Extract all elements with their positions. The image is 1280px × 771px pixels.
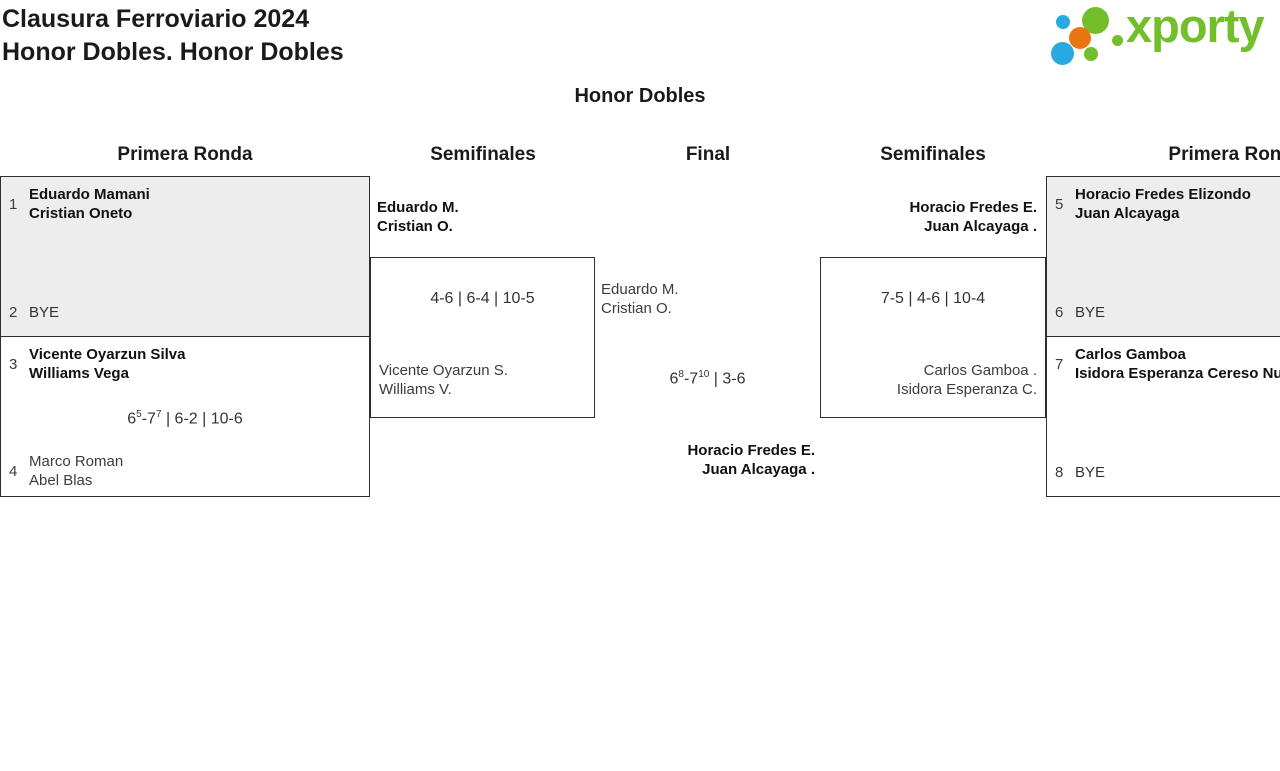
match-score: 7-5 | 4-6 | 10-4 [880,290,986,307]
team-row-bye: 6 BYE [1055,304,1105,321]
match-box-left-bottom: 3 Vicente Oyarzun Silva Williams Vega 65… [0,336,370,497]
seed-number: 5 [1055,195,1064,213]
player-name: Horacio Fredes E. [909,199,1037,216]
player-name: Horacio Fredes Elizondo [1075,186,1251,203]
player-name: Cristian O. [601,300,672,317]
match-box-right-top: 5 Horacio Fredes Elizondo Juan Alcayaga … [1046,176,1280,337]
category-title: Honor Dobles. Honor Dobles [2,38,344,66]
team-row: 3 Vicente Oyarzun Silva Williams Vega [9,345,361,383]
team-row-bye: 2 BYE [9,304,59,321]
player-name: Cristian O. [377,218,453,235]
round-header-primera-ronda-right: Primera Ronda [1168,144,1280,165]
logo-dot-green-tiny-icon [1112,35,1123,46]
semifinal-left-loser: Vicente Oyarzun S. Williams V. [379,361,508,399]
player-name: Carlos Gamboa . [923,362,1037,379]
player-name: Juan Alcayaga . [924,218,1037,235]
score-part: | 6-2 | 10-6 [161,410,243,428]
round-header-primera-ronda-left: Primera Ronda [117,144,253,165]
seed-number: 7 [1055,355,1064,373]
score-part: | 3-6 [709,370,746,388]
tournament-title: Clausura Ferroviario 2024 [2,5,310,33]
xporty-logo[interactable]: xporty [1050,0,1280,72]
player-name: Juan Alcayaga [1075,205,1180,222]
team-row: 1 Eduardo Mamani Cristian Oneto [9,185,361,223]
player-name: Eduardo Mamani [29,186,150,203]
score-tiebreak: 7 [155,409,162,420]
team-row: 5 Horacio Fredes Elizondo Juan Alcayaga [1055,185,1280,223]
player-name: Carlos Gamboa [1075,346,1186,363]
team-names: Vicente Oyarzun Silva Williams Vega [29,345,185,383]
player-name: Isidora Esperanza C. [896,381,1037,398]
score-part: 6 [127,410,137,428]
bye-label: BYE [1075,304,1106,321]
player-name: Cristian Oneto [29,205,133,222]
score-tiebreak: 5 [136,409,142,420]
team-row: 7 Carlos Gamboa Isidora Esperanza Cereso… [1055,345,1280,383]
team-names: Marco Roman Abel Blas [29,452,123,490]
player-name: Juan Alcayaga . [702,461,815,478]
seed-number: 6 [1055,304,1064,321]
score-tiebreak: 8 [678,369,684,380]
team-row-bye: 8 BYE [1055,464,1105,481]
team-names: Eduardo Mamani Cristian Oneto [29,185,150,223]
player-name: Eduardo M. [601,281,679,298]
player-name: Vicente Oyarzun S. [379,362,508,379]
seed-number: 2 [9,304,18,321]
match-score: 65-77 | 6-2 | 10-6 [1,409,369,428]
match-box-semifinal-left: 4-6 | 6-4 | 10-5 Vicente Oyarzun S. Will… [370,257,595,418]
player-name: Vicente Oyarzun Silva [29,346,186,363]
match-score: 4-6 | 6-4 | 10-5 [430,290,535,307]
team-names: Horacio Fredes Elizondo Juan Alcayaga [1075,185,1251,223]
player-name: Isidora Esperanza Cereso Nu [1075,365,1280,382]
seed-number: 3 [9,355,18,373]
score-part: -7 [683,370,699,388]
final-finalist: Eduardo M. Cristian O. [601,280,679,318]
bye-label: BYE [1075,464,1106,481]
match-box-left-top: 1 Eduardo Mamani Cristian Oneto 2 BYE [0,176,370,337]
final-score: 68-710 | 3-6 [594,369,821,388]
player-name: Abel Blas [29,472,93,489]
logo-dot-orange-icon [1069,27,1091,49]
seed-number: 4 [9,462,18,480]
player-name: Horacio Fredes E. [687,442,815,459]
round-header-semifinales-left: Semifinales [430,144,536,165]
team-names: Carlos Gamboa Isidora Esperanza Cereso N… [1075,345,1280,383]
score-part: -7 [141,410,156,428]
page-title: Clausura Ferroviario 2024 Honor Dobles. … [2,3,344,69]
player-name: Eduardo M. [377,199,459,216]
match-box-right-bottom: 7 Carlos Gamboa Isidora Esperanza Cereso… [1046,336,1280,497]
player-name: Williams V. [379,381,452,398]
score-part: 6 [669,370,679,388]
player-name: Williams Vega [29,365,129,382]
round-header-final: Final [685,144,731,165]
logo-text: xporty [1126,0,1265,52]
semifinal-right-loser: Carlos Gamboa . Isidora Esperanza C. [897,361,1037,399]
match-box-semifinal-right: 7-5 | 4-6 | 10-4 Carlos Gamboa . Isidora… [820,257,1046,418]
seed-number: 8 [1055,464,1064,481]
final-champion: Horacio Fredes E. Juan Alcayaga . [594,441,815,479]
logo-dot-blue-small-icon [1056,15,1070,29]
logo-dot-green-small-icon [1084,47,1098,61]
seed-number: 1 [9,195,18,213]
bye-label: BYE [29,304,60,321]
team-row: 4 Marco Roman Abel Blas [9,452,361,490]
logo-dot-blue-large-icon [1051,42,1074,65]
section-title: Honor Dobles [574,85,706,107]
round-header-semifinales-right: Semifinales [880,144,986,165]
semifinal-right-winner: Horacio Fredes E. Juan Alcayaga . [820,198,1037,236]
score-tiebreak: 10 [698,369,710,380]
player-name: Marco Roman [29,453,124,470]
semifinal-left-winner: Eduardo M. Cristian O. [377,198,459,236]
